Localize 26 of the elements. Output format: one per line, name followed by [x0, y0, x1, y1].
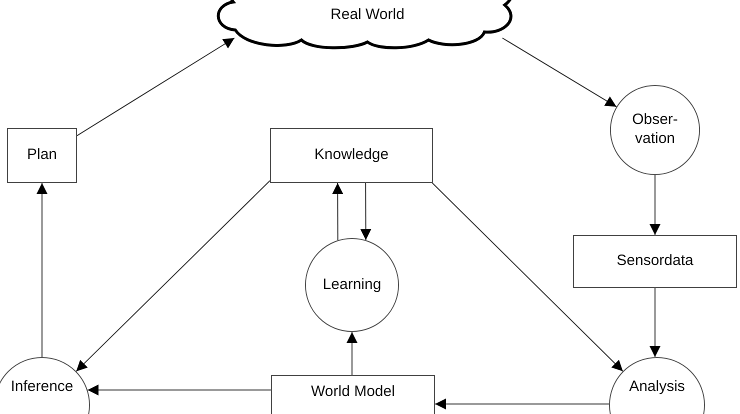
arrow [346, 332, 358, 376]
node-label: Analysis [629, 378, 685, 396]
node-label: Inference [10, 378, 74, 396]
arrow [332, 182, 344, 241]
arrow [76, 180, 270, 372]
arrow [434, 398, 610, 410]
arrow [36, 182, 48, 358]
process-box [270, 128, 433, 183]
arrow [432, 182, 624, 372]
process-circle [305, 238, 399, 332]
node-label: World Model [311, 383, 395, 402]
arrow [76, 38, 235, 136]
process-circle [610, 85, 700, 175]
node-label: Obser- vation [631, 111, 679, 149]
process-box [271, 375, 435, 414]
arrow [650, 174, 660, 236]
arrow [502, 38, 617, 108]
arrow [360, 182, 372, 241]
node-label: Knowledge [314, 146, 389, 165]
process-box [573, 235, 737, 288]
node-label: Plan [26, 146, 58, 165]
arrow [87, 384, 272, 396]
arrow [650, 288, 660, 358]
node-label: Learning [322, 276, 382, 294]
node-label: Sensordata [616, 252, 694, 271]
process-box [7, 128, 77, 183]
